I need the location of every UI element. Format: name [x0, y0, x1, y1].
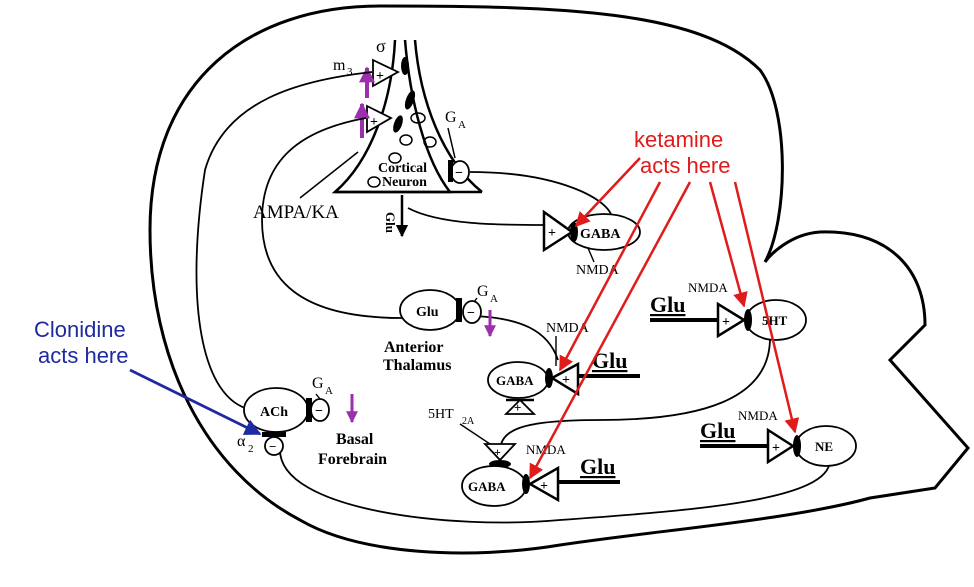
ga-cortical-minus: −: [455, 166, 463, 181]
cortical-gaba-label: GABA: [580, 227, 621, 242]
thalamus-label: Thalamus: [383, 357, 451, 374]
ga-ach-label: G: [312, 375, 324, 392]
ach-label: ACh: [260, 405, 288, 420]
glu-input-lower-label: Glu: [580, 454, 615, 479]
forebrain-label: Forebrain: [318, 451, 387, 468]
glu-input-ne-label: Glu: [700, 418, 735, 443]
cortical-label-2: Neuron: [382, 175, 427, 190]
glu-vertical-label: Glu: [383, 212, 398, 233]
ga-ach-sub: A: [325, 385, 333, 397]
5ht-plus: +: [722, 315, 730, 330]
ga-cortical-sub: A: [458, 119, 466, 131]
ga-ach-minus: −: [315, 404, 323, 419]
clonidine-arrow: [129, 368, 262, 436]
cortical-nmda-synapse: [542, 209, 575, 253]
nmda-5ht-label: NMDA: [688, 280, 728, 295]
anterior-label: Anterior: [384, 339, 444, 356]
ketamine-arrow-thalamic: [558, 181, 662, 372]
basal-label: Basal: [336, 431, 374, 448]
thalamic-gaba-plus: +: [562, 373, 570, 388]
5ht2a-label: 5HT: [428, 407, 454, 422]
ketamine-arrows: [528, 157, 800, 480]
ketamine-label-2: acts here: [640, 153, 731, 178]
thalamus-gaba-a-receptor: [462, 300, 482, 324]
ne-neuron-label: NE: [815, 439, 833, 454]
ketamine-label-1: ketamine: [634, 127, 723, 152]
cortical-gaba-plus: +: [548, 226, 556, 241]
nmda-ne-label: NMDA: [738, 408, 778, 423]
ne-plus: +: [772, 441, 780, 456]
ga-thalamus-minus: −: [467, 306, 475, 321]
clonidine-label-1: Clonidine: [34, 317, 126, 342]
ampa-ka-label: AMPA/KA: [253, 202, 339, 223]
glu-input-5ht-label: Glu: [650, 292, 685, 317]
brain-outline: [148, 4, 970, 555]
5ht2a-sub-label: 2A: [462, 416, 475, 427]
ampa-plus: +: [370, 115, 378, 130]
lower-gaba-plus: +: [540, 479, 548, 494]
ga-cortical-label: G: [445, 109, 457, 126]
alpha2-label: α: [237, 433, 246, 450]
neural-pathways: [195, 71, 831, 524]
nmda-cortical-label: NMDA: [576, 263, 620, 278]
alpha2-receptor: [264, 436, 284, 456]
cortical-label-1: Cortical: [378, 161, 427, 176]
ketamine-arrow-cortical: [574, 157, 641, 228]
gaba-lower-label: GABA: [468, 479, 506, 494]
ketamine-arrow-5ht: [708, 181, 748, 308]
gaba-thalamic-label: GABA: [496, 373, 534, 388]
ga-thalamus-sub: A: [490, 293, 498, 305]
m3-label: m: [333, 57, 346, 74]
cortical-neuron: [331, 39, 483, 194]
m3-sub-label: 3: [347, 66, 353, 78]
m3-plus: +: [376, 69, 384, 84]
5ht2a-up-plus: +: [514, 400, 521, 415]
alpha2-sub: 2: [248, 443, 254, 455]
glu-thalamus-label: Glu: [416, 305, 439, 320]
ketamine-arrow-ne: [733, 181, 800, 434]
5ht2a-synapse-down: [482, 443, 518, 462]
clonidine-label-2: acts here: [38, 343, 129, 368]
5ht2a-down-plus: +: [494, 445, 501, 459]
sigma-label: σ: [376, 36, 386, 56]
5ht2a-synapse-up: [503, 398, 537, 415]
ketamine-arrow-lower: [528, 181, 692, 480]
ampa-synapse-triangle: [366, 104, 393, 134]
alpha2-minus: −: [269, 439, 276, 454]
ga-thalamus-label: G: [477, 283, 489, 300]
